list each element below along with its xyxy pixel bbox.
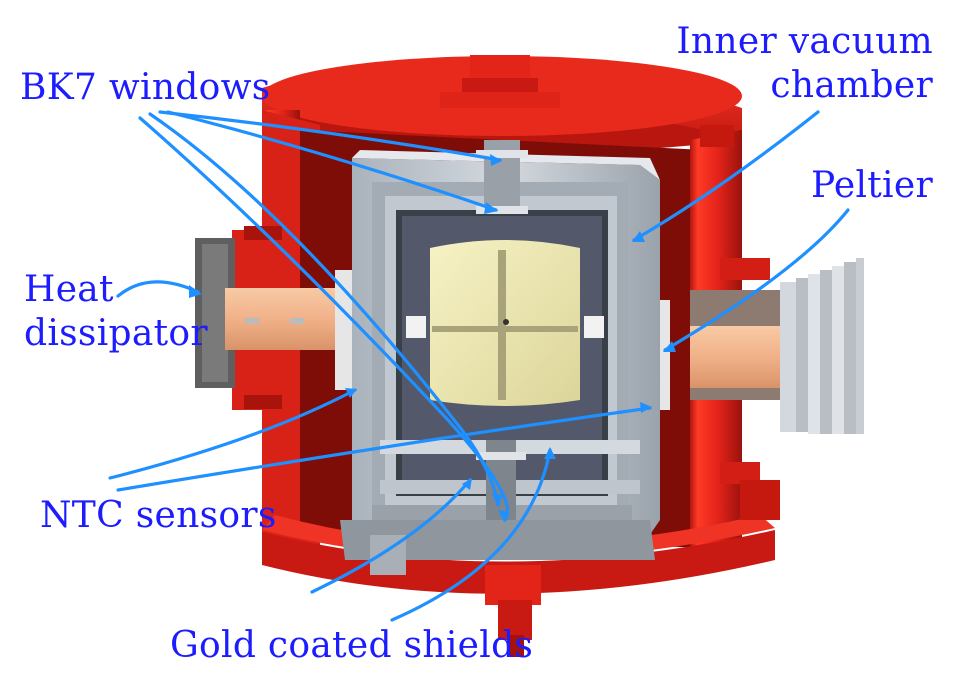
- label-heat: Heat: [24, 269, 114, 310]
- arrowhead-bk7-bottom: [498, 510, 509, 522]
- arrowhead-bk7-middle: [484, 202, 498, 214]
- arrow-heat: [116, 280, 200, 298]
- label-dissipator: dissipator: [24, 313, 208, 354]
- arrow-bk7-bottom: [138, 116, 510, 522]
- arrow-ntc-left: [108, 388, 357, 480]
- arrowhead-heat: [189, 285, 202, 298]
- arrow-gold-left: [310, 478, 472, 594]
- label-bk7-windows: BK7 windows: [20, 67, 271, 108]
- arrowhead-gold-left: [462, 478, 472, 490]
- arrow-bk7-top: [158, 110, 502, 162]
- label-inner-vacuum-line2: chamber: [770, 65, 933, 106]
- arrow-bk7-middle: [166, 110, 498, 212]
- arrow-inner-vacuum: [632, 110, 820, 242]
- arrowhead-bk7-lower: [492, 494, 503, 507]
- label-inner-vacuum-line1: Inner vacuum: [676, 21, 933, 62]
- left-peltier-block: [225, 288, 335, 350]
- arrow-heads: [189, 154, 676, 522]
- arrowhead-gold-right: [544, 447, 556, 459]
- label-ntc-sensors: NTC sensors: [40, 495, 277, 536]
- arrow-ntc-right: [116, 406, 652, 492]
- arrowhead-bk7-top: [490, 154, 502, 166]
- right-heat-fins: [780, 258, 864, 434]
- arrow-peltier: [663, 208, 850, 352]
- arrowhead-inner-vacuum: [632, 231, 645, 242]
- pointer-arrows: [108, 110, 850, 622]
- arrowhead-ntc-right: [640, 402, 652, 413]
- right-peltier-block: [690, 326, 790, 388]
- label-gold-coated-shields: Gold coated shields: [170, 625, 534, 666]
- arrow-gold-right: [390, 448, 552, 622]
- arrowhead-peltier: [663, 341, 676, 352]
- gold-coated-shield: [406, 240, 604, 406]
- label-peltier: Peltier: [810, 165, 933, 206]
- arrowhead-ntc-left: [345, 388, 357, 398]
